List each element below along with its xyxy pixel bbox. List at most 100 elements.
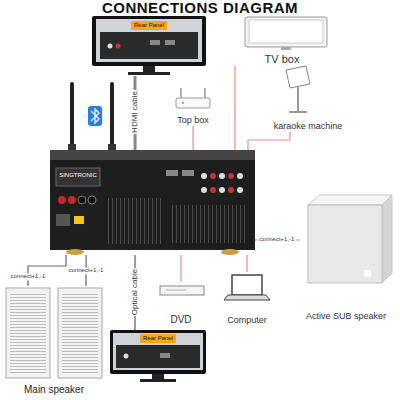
- bluetooth-icon-part: [88, 106, 102, 126]
- amplifier-body-part: [66, 249, 84, 255]
- bottom-tv-part: [110, 330, 206, 374]
- amplifier-body-part: [210, 173, 216, 179]
- cable-line: [234, 66, 235, 150]
- bluetooth-icon: [88, 106, 102, 126]
- karaoke-machine-icon: [286, 66, 310, 112]
- main-speaker-icon-part: [58, 288, 102, 378]
- amplifier-body-part: [58, 196, 66, 204]
- amplifier-body-part: [228, 173, 234, 179]
- top-tv-part: [100, 32, 198, 59]
- dvd-icon: [160, 286, 204, 295]
- subwoofer-icon-part: [382, 195, 392, 283]
- cable-line: [248, 132, 290, 150]
- laptop-icon: [224, 275, 270, 300]
- amplifier-body-part: [228, 187, 234, 193]
- amplifier-body-part: [88, 196, 96, 204]
- cable-line: [28, 255, 66, 286]
- device-label: SINGTRONIC: [59, 172, 97, 179]
- cable-line: [180, 255, 181, 282]
- laptop-icon-part: [232, 275, 262, 295]
- laptop-icon-part: [224, 295, 270, 300]
- dvd-player-node: DVD: [150, 282, 212, 326]
- bottom-tv-part: [140, 334, 176, 343]
- amplifier-body-part: [182, 170, 194, 176]
- amplifier-body-part: [170, 205, 248, 243]
- antenna-part: [72, 84, 112, 150]
- bottom-tv-part: [152, 374, 164, 379]
- cable-line: [192, 126, 193, 150]
- bottom-tv-part: [116, 345, 200, 368]
- amplifier-body-part: [108, 198, 162, 244]
- cable-line: [246, 255, 247, 272]
- subwoofer-icon: [308, 195, 392, 283]
- amplifier-body-part: [74, 216, 84, 224]
- amplifier-body-part: [237, 187, 243, 193]
- bottom-tv: [110, 330, 206, 382]
- tv-box-icon-part: [249, 20, 323, 43]
- top-tv-part: [116, 44, 121, 49]
- cable-label: connect+1,-1: [259, 236, 296, 243]
- tv-screen-node: Rear Panel: [90, 16, 208, 76]
- top-tv-part: [92, 16, 206, 66]
- device-label: Rear Panel: [134, 22, 164, 29]
- dvd-icon-part: [160, 286, 204, 295]
- karaoke-machine-icon-part: [297, 87, 299, 112]
- top-tv: [92, 16, 206, 75]
- top-tv-part: [143, 66, 155, 72]
- bottom-tv-part: [113, 333, 203, 370]
- tv-box-icon-part: [245, 17, 327, 47]
- cable-label: connect+1,-1: [68, 267, 105, 274]
- subwoofer-node: Active SUB speaker: [300, 190, 392, 322]
- diagram-title: CONNECTIONS DIAGRAM: [0, 0, 400, 15]
- amplifier-body-part: [219, 173, 225, 179]
- antenna: [68, 84, 116, 152]
- amplifier-body-part: [78, 196, 86, 204]
- tv-box-icon: [245, 17, 327, 50]
- main-speaker-icon-part: [10, 292, 46, 374]
- cable-label: Optical cable: [130, 268, 140, 316]
- device-label: Computer: [227, 315, 267, 326]
- amplifier-body-part: [221, 249, 239, 255]
- dvd-icon-part: [166, 290, 186, 291]
- subwoofer-icon-part: [308, 205, 382, 283]
- amplifier-body-part: [56, 168, 100, 186]
- bottom-tv-part: [140, 379, 176, 382]
- amplifier-body-part: [50, 160, 255, 250]
- main-speaker-icon: [6, 288, 102, 378]
- device-label: Main speaker: [24, 384, 84, 396]
- amplifier-body-part: [237, 173, 243, 179]
- main-speaker-node: Main speaker: [2, 286, 106, 396]
- main-speaker-icon-part: [62, 292, 98, 374]
- karaoke-machine-icon-part: [286, 66, 310, 88]
- top-tv-part: [128, 72, 170, 75]
- cable-label: HDMI cable: [130, 90, 140, 134]
- device-label: Active SUB speaker: [306, 311, 386, 322]
- top-tv-part: [108, 44, 113, 49]
- amplifier-body-part: [210, 187, 216, 193]
- bottom-tv-part: [124, 354, 129, 359]
- computer-node: Computer: [222, 272, 272, 326]
- top-box-icon: [176, 88, 210, 108]
- amplifier-body-part: [219, 187, 225, 193]
- device-label: Top box: [177, 115, 209, 126]
- device-label: karaoke machine: [274, 121, 343, 132]
- subwoofer-icon-part: [308, 195, 392, 205]
- device-label: Rear Panel: [143, 335, 173, 342]
- amplifier-node: SINGTRONIC: [50, 150, 255, 255]
- karaoke-machine-icon-part: [289, 111, 307, 113]
- amplifier-body-part: [68, 196, 76, 204]
- subwoofer-icon-part: [364, 270, 371, 277]
- tv-box-node: TV box: [222, 16, 342, 66]
- amplifier-body-part: [166, 170, 178, 176]
- tv-box-icon-part: [281, 47, 291, 50]
- top-tv-part: [165, 40, 175, 45]
- top-tv-part: [96, 19, 202, 62]
- cable-label: connect+1,-1: [10, 273, 47, 280]
- device-label: TV box: [265, 53, 300, 66]
- amplifier-body-part: [56, 214, 70, 226]
- top-tv-part: [131, 21, 167, 30]
- bluetooth-icon-part: [91, 109, 99, 123]
